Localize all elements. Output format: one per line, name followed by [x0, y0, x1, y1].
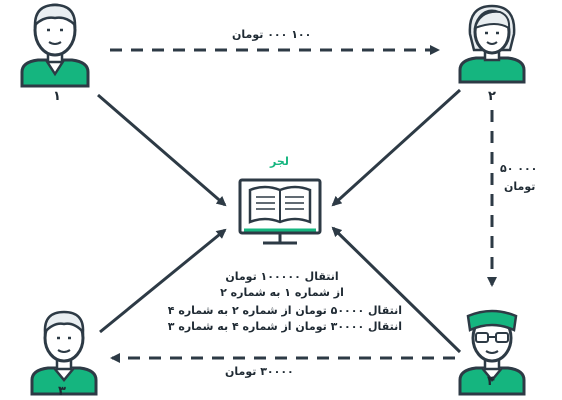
summary-line-2: از شماره ۱ به شماره ۲ [220, 286, 344, 299]
person-1-label: ۱ [53, 89, 61, 104]
transfer-4-to-3-amount: ۳۰۰۰۰ تومان [225, 365, 294, 378]
sync-arrow-3-to-ledger [99, 228, 227, 334]
sync-arrow-1-to-ledger [97, 93, 227, 207]
ledger-label: لجر [270, 155, 289, 168]
summary-line-3: انتقال ۵۰۰۰۰ تومان از شماره ۲ به شماره ۴ [167, 304, 402, 317]
person-3-avatar [30, 310, 98, 396]
person-4-avatar [458, 309, 526, 396]
transfer-1-to-2-amount: ۱۰۰ ۰۰۰ تومان [232, 28, 312, 41]
summary-line-4: انتقال ۳۰۰۰۰ تومان از شماره ۴ به شماره ۳ [167, 320, 402, 333]
sync-arrow-2-to-ledger [331, 88, 462, 207]
person-1-avatar [20, 3, 90, 88]
summary-line-1: انتقال ۱۰۰۰۰۰ تومان [225, 270, 339, 283]
transfer-2-to-4-amount: ۵۰ ۰۰۰ [500, 162, 538, 175]
person-4-label: ۴ [487, 374, 495, 389]
sync-arrow-4-to-ledger [331, 226, 462, 354]
person-2-avatar [458, 4, 526, 84]
ledger-computer-icon [238, 178, 322, 245]
transfer-2-to-4-unit: تومان [504, 180, 536, 193]
person-2-label: ۲ [488, 89, 496, 104]
person-3-label: ۳ [58, 384, 66, 399]
